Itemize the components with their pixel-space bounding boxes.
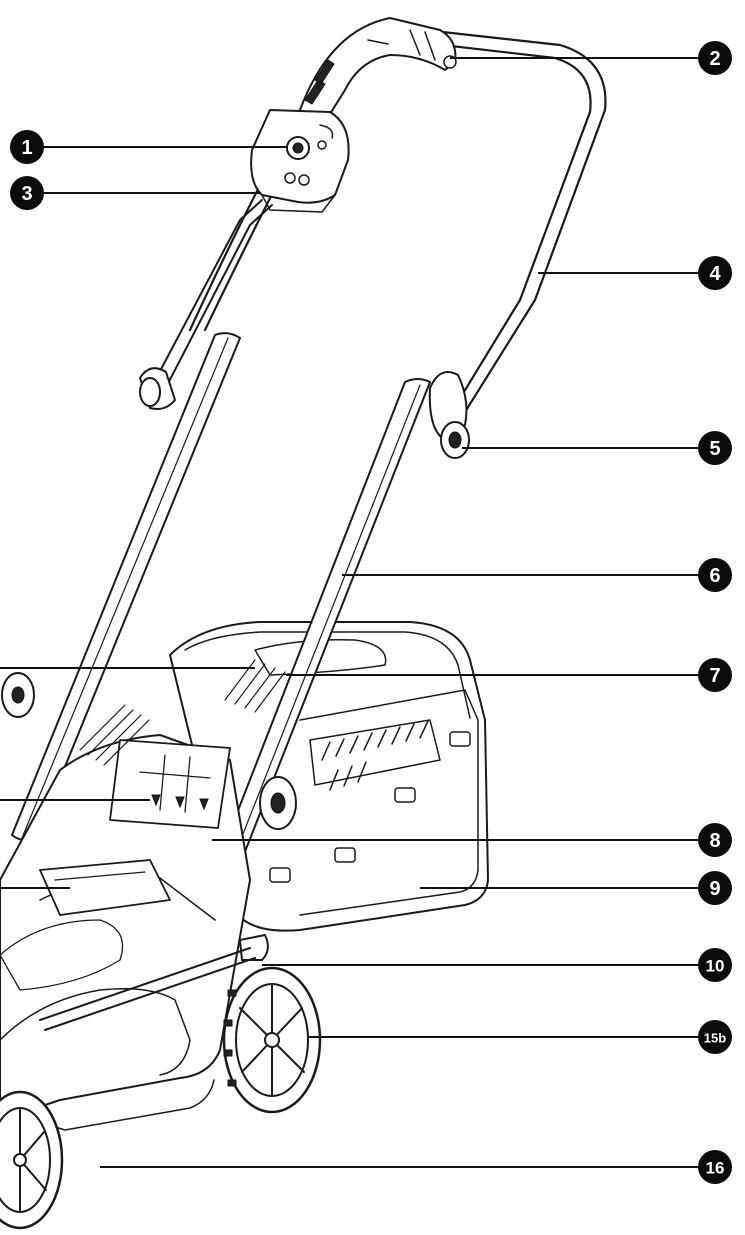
callout-badge-15b: 15b bbox=[698, 1020, 732, 1054]
callout-badge-1: 1 bbox=[10, 130, 44, 164]
handle-grip bbox=[299, 17, 457, 131]
callout-badge-7: 7 bbox=[698, 658, 732, 692]
lower-knob-left bbox=[1, 672, 35, 718]
handle-knob-right bbox=[428, 371, 470, 459]
svg-text:6: 6 bbox=[709, 565, 720, 587]
callout-badge-8: 8 bbox=[698, 823, 732, 857]
callout-badge-6: 6 bbox=[698, 558, 732, 592]
svg-text:15b: 15b bbox=[704, 1031, 726, 1046]
svg-text:5: 5 bbox=[709, 438, 720, 460]
switch-box bbox=[250, 109, 350, 213]
rear-wheel bbox=[222, 966, 322, 1114]
lower-handle bbox=[11, 332, 431, 914]
callout-badge-9: 9 bbox=[698, 871, 732, 905]
svg-text:8: 8 bbox=[709, 830, 720, 852]
height-lever bbox=[39, 934, 269, 1031]
svg-text:3: 3 bbox=[21, 183, 32, 205]
svg-text:7: 7 bbox=[709, 665, 720, 687]
callout-badge-10: 10 bbox=[698, 948, 732, 982]
svg-text:9: 9 bbox=[709, 878, 720, 900]
callout-badge-2: 2 bbox=[698, 41, 732, 75]
leader-lines bbox=[0, 57, 700, 1168]
callout-badge-3: 3 bbox=[10, 176, 44, 210]
callout-badge-16: 16 bbox=[698, 1150, 732, 1184]
svg-text:2: 2 bbox=[709, 48, 720, 70]
svg-text:16: 16 bbox=[706, 1159, 725, 1178]
svg-text:10: 10 bbox=[706, 957, 725, 976]
handle-knob-left bbox=[139, 367, 176, 410]
svg-text:4: 4 bbox=[709, 263, 721, 285]
callout-badge-5: 5 bbox=[698, 431, 732, 465]
lower-knob-right bbox=[259, 776, 297, 830]
grass-box bbox=[169, 621, 489, 932]
front-wheel bbox=[0, 1090, 64, 1230]
callout-badge-4: 4 bbox=[698, 256, 732, 290]
svg-text:1: 1 bbox=[21, 137, 32, 159]
